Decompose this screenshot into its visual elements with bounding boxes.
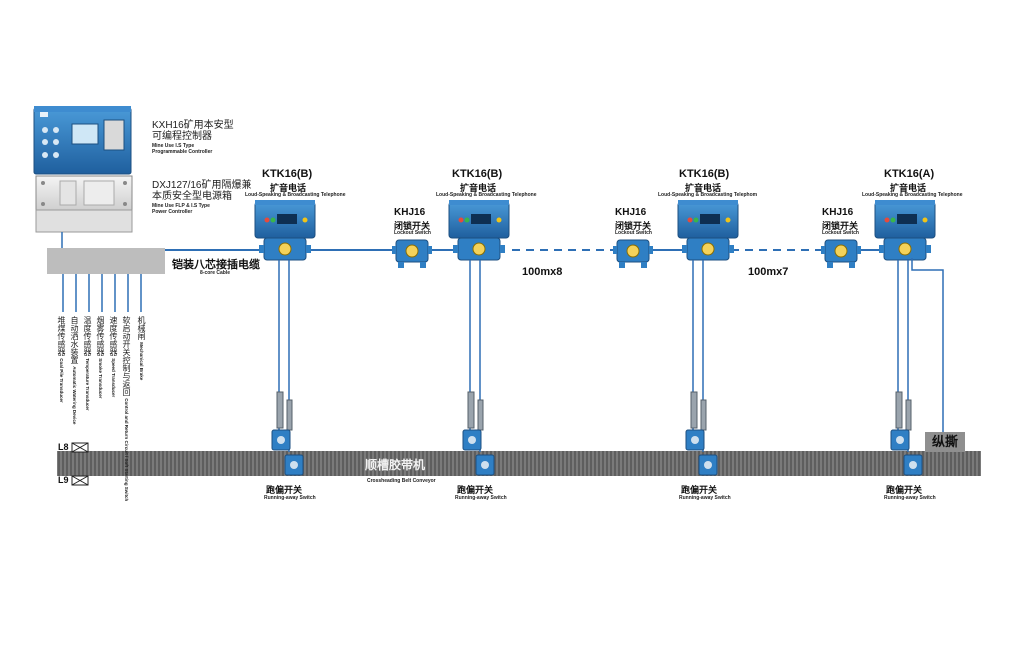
lock-name-en: Lockout Switch	[615, 230, 652, 236]
runaway-label: 跑偏开关	[886, 485, 923, 495]
conveyor-label-en: Crossheading Belt Conveyor	[367, 478, 436, 484]
lock-model: KHJ16	[822, 207, 854, 218]
power-box-device	[35, 175, 133, 248]
phone-name: 扩音电话	[685, 183, 722, 193]
lock-name: 闭锁开关	[822, 221, 859, 231]
runaway-label-en: Running-away Switch	[264, 495, 316, 501]
lock-name-en: Lockout Switch	[394, 230, 431, 236]
runaway-label: 跑偏开关	[266, 485, 303, 495]
lock-model: KHJ16	[615, 207, 647, 218]
running-away-switch	[890, 260, 923, 476]
runaway-label-en: Running-away Switch	[455, 495, 507, 501]
sensor-label: 堆煤传感器 Coal Pile Transducer	[57, 316, 66, 403]
telephone-box	[677, 200, 739, 261]
phone-name: 扩音电话	[460, 183, 497, 193]
controller-device	[33, 106, 132, 175]
lock-model: KHJ16	[394, 207, 426, 218]
tear-label: 纵撕	[925, 432, 965, 452]
lockout-switch	[821, 239, 861, 268]
phone-model: KTK16(A)	[884, 168, 935, 180]
phone-name-en: Loud-Speaking & Broadcasting Telephone	[436, 192, 537, 198]
phone-name-en: Loud-Speaking & Broadcasting Telephone	[245, 192, 346, 198]
runaway-label-en: Running-away Switch	[884, 495, 936, 501]
sensor-label: 自动洒水装置 Automatic Watering Device	[70, 316, 79, 425]
runaway-label: 跑偏开关	[457, 485, 494, 495]
sensor-label: 烟雾传感器 Smoke Transducer	[96, 316, 105, 399]
runaway-label-en: Running-away Switch	[679, 495, 731, 501]
telephone-box	[254, 200, 316, 261]
power-box-model: DXJ127/16矿用隔爆兼	[152, 180, 252, 191]
phone-name: 扩音电话	[890, 183, 927, 193]
power-box-name-en-1: Mine Use FLP & I.S Type	[152, 203, 210, 209]
level-l8: L8	[58, 442, 69, 452]
running-away-switch	[462, 260, 495, 476]
controller-model: KXH16矿用本安型	[152, 120, 234, 131]
level-l9: L9	[58, 475, 69, 485]
lock-name: 闭锁开关	[615, 221, 652, 231]
lock-name: 闭锁开关	[394, 221, 431, 231]
lock-name-en: Lockout Switch	[822, 230, 859, 236]
sensor-label: 软启动开关控制与返回 Control and Return Circuit / …	[122, 316, 131, 502]
lockout-switch	[613, 239, 653, 268]
phone-model: KTK16(B)	[262, 168, 313, 180]
tear-detector-wire	[911, 258, 944, 432]
runaway-label: 跑偏开关	[681, 485, 718, 495]
lock-switch-devices	[392, 239, 861, 268]
controller-name-en-1: Mine Use I.S Type	[152, 143, 195, 149]
telephone-box	[448, 200, 510, 261]
sensor-label: 速度传感器 Speed Transducer	[109, 316, 118, 398]
phone-name-en: Loud-Speaking & Broadcasting Telephone	[862, 192, 963, 198]
controller-name: 可编程控制器	[152, 131, 212, 142]
distance-label: 100mx7	[748, 266, 789, 278]
power-box-name: 本质安全型电源箱	[152, 191, 232, 202]
phone-devices	[254, 200, 936, 261]
phone-model: KTK16(B)	[679, 168, 730, 180]
runaway-switch-devices	[271, 260, 923, 476]
phone-model: KTK16(B)	[452, 168, 503, 180]
conveyor-belt	[57, 451, 981, 476]
cable-label: 铠装八芯接插电缆	[172, 259, 260, 271]
telephone-box	[874, 200, 936, 261]
phone-name: 扩音电话	[270, 183, 307, 193]
sensor-wires	[62, 274, 142, 312]
controller-name-en-2: Programmable Controller	[152, 149, 213, 155]
power-box-name-en-2: Power Controller	[152, 209, 193, 215]
sensor-label: 机械闸 Mechanical Brake	[137, 316, 146, 381]
phone-name-en: Loud-Speaking & Broadcasting Telephom	[658, 192, 758, 198]
level-markers	[71, 442, 89, 486]
lockout-switch	[392, 239, 432, 268]
running-away-switch	[685, 260, 718, 476]
sensor-label: 温度传感器 Temperature Transducer	[83, 316, 92, 411]
terminal-panel	[47, 248, 165, 274]
cable-label-en: 8-core Cable	[200, 270, 231, 276]
running-away-switch	[271, 260, 304, 476]
conveyor-label: 顺槽胶带机	[365, 458, 426, 472]
distance-label: 100mx8	[522, 266, 563, 278]
